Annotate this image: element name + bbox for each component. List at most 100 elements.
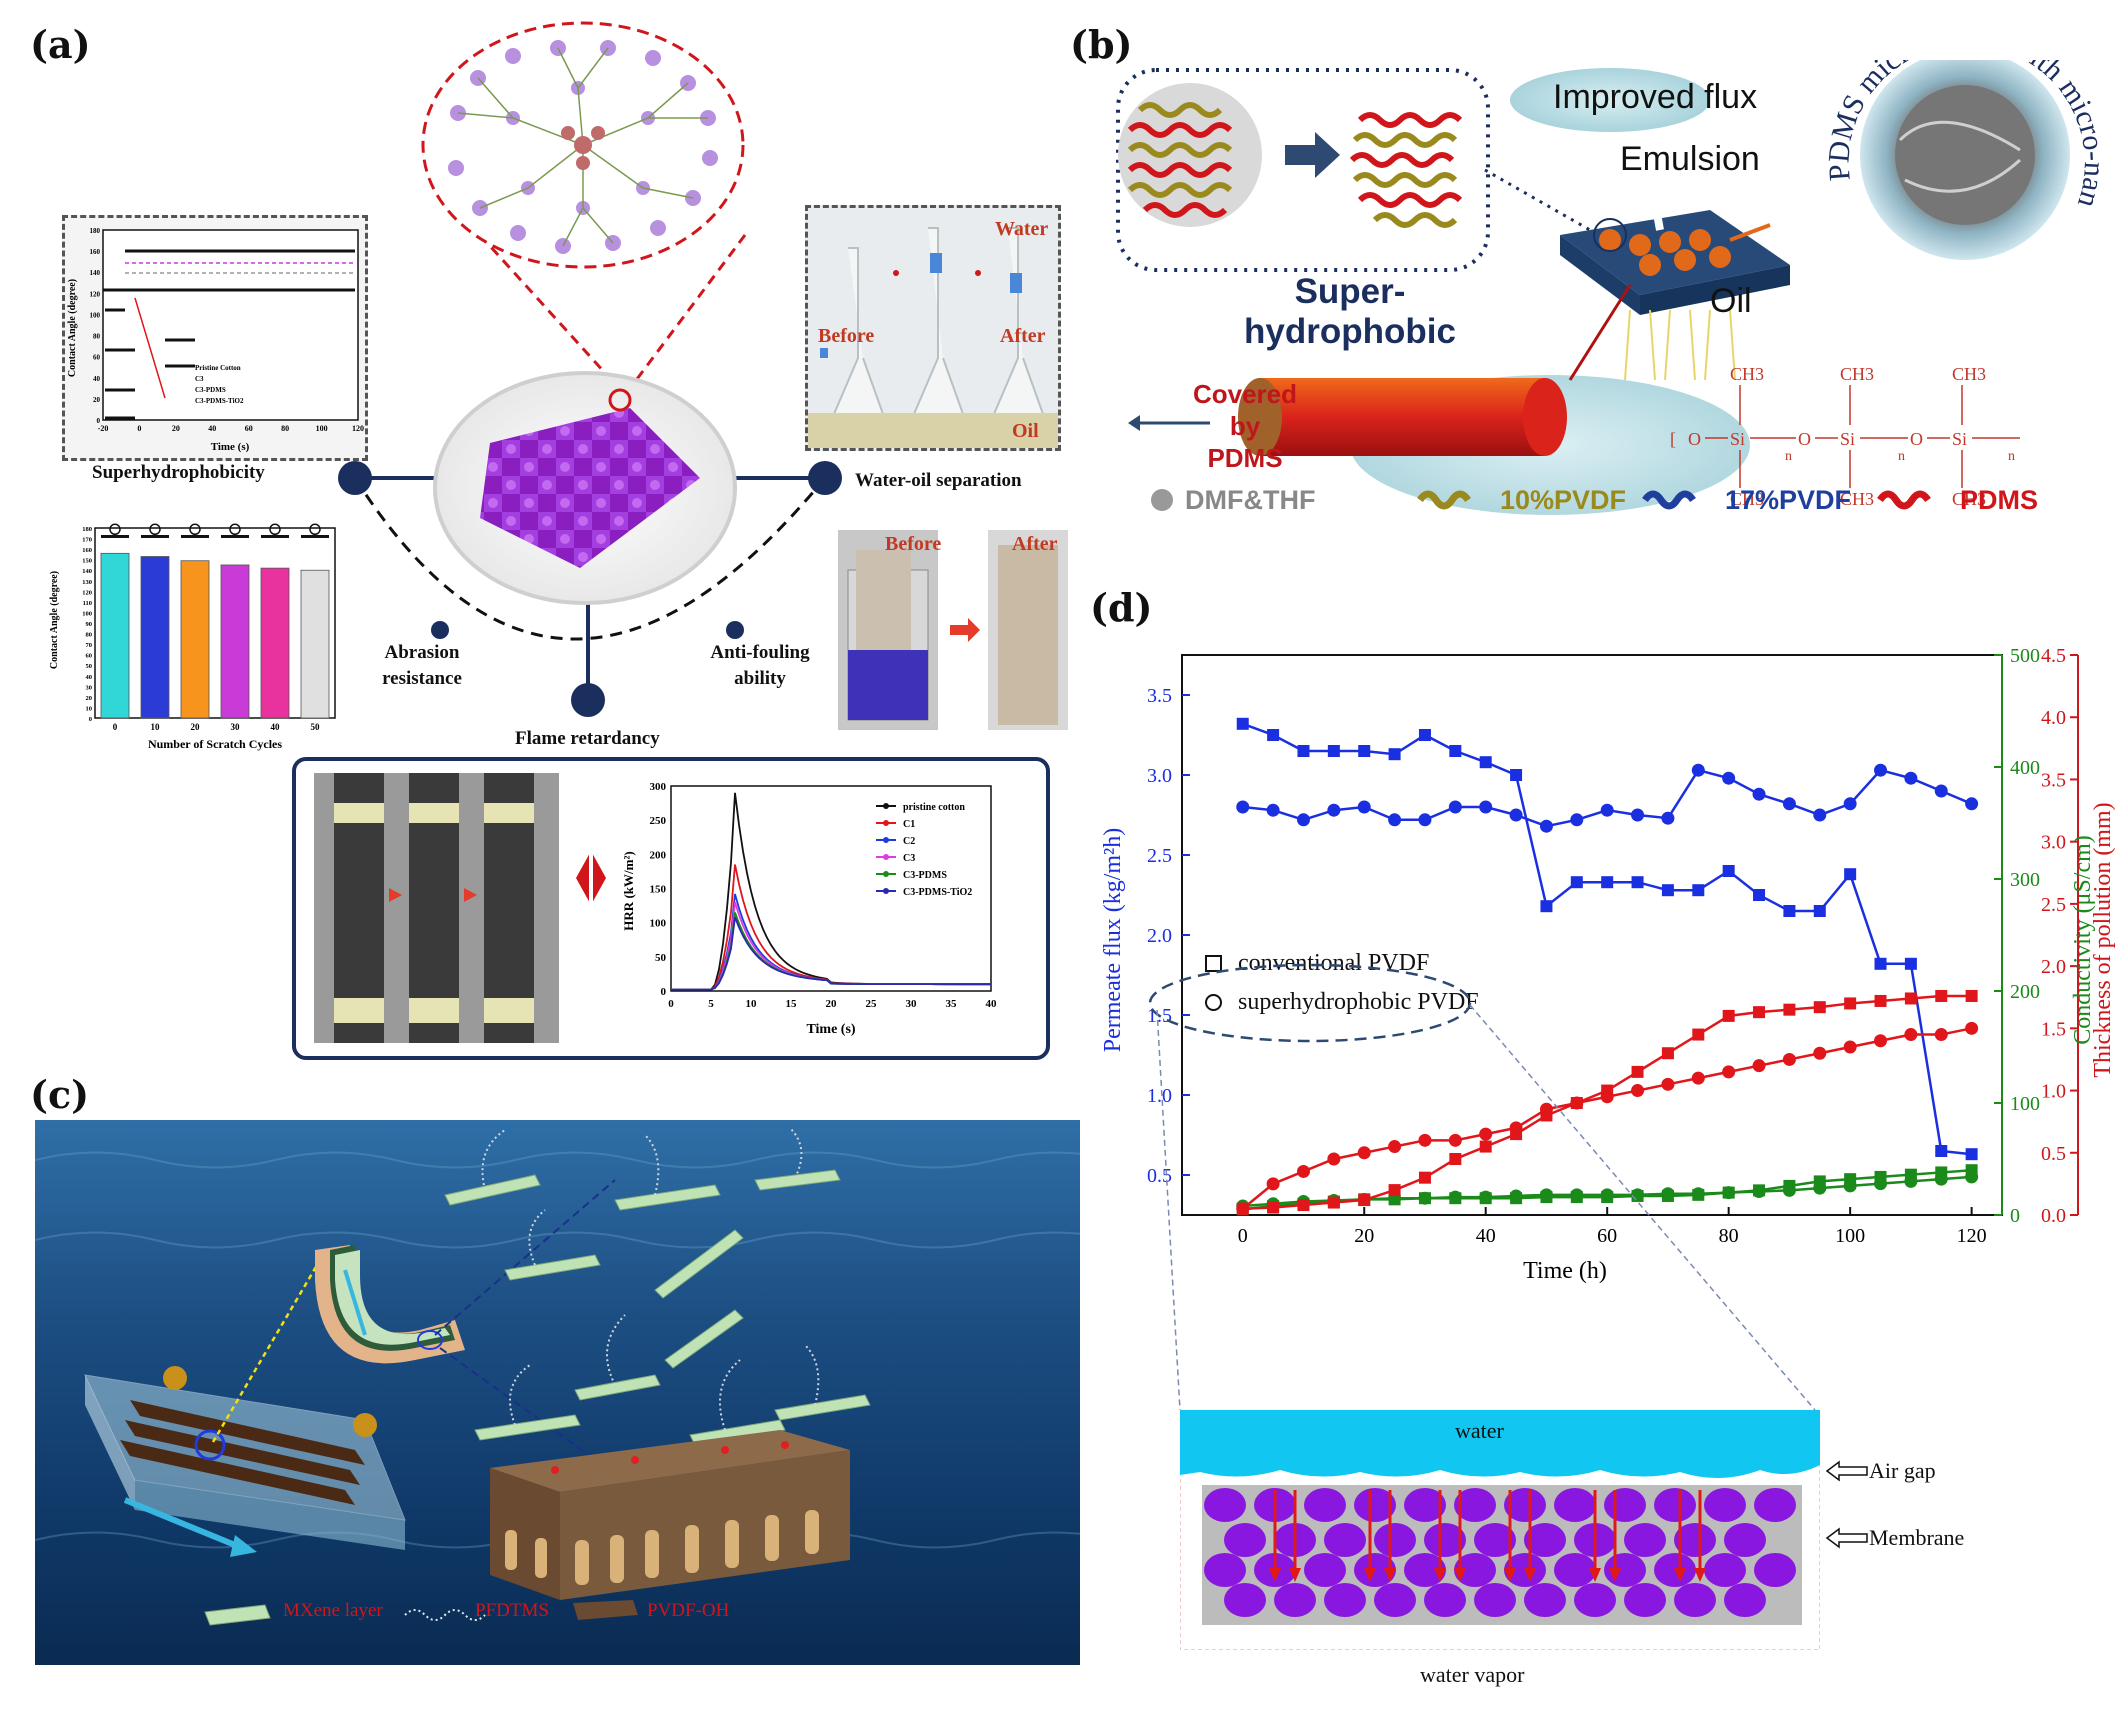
d-point-circle — [1448, 1133, 1462, 1147]
ca-xtick: 120 — [352, 424, 364, 433]
circle-marker-icon — [1205, 994, 1222, 1011]
d-point-circle — [1722, 771, 1736, 785]
panel-label-a: (a) — [30, 22, 91, 67]
d-point-circle — [1904, 1174, 1918, 1188]
label-after: After — [1000, 325, 1046, 347]
scratch-xtick: 0 — [113, 722, 118, 732]
formula-ch3-4: CH3 — [1840, 489, 1874, 509]
label-water: Water — [995, 218, 1049, 240]
ca-xtick: 60 — [245, 424, 253, 433]
d-point-square — [1479, 756, 1492, 769]
label-covered-line2: PDMS — [1207, 443, 1283, 473]
hrr-ytick: 150 — [650, 884, 667, 896]
label-super-line2: hydrophobic — [1244, 312, 1456, 351]
d-ytick-right2-label: 3.0 — [2041, 832, 2066, 854]
d-point-square — [1692, 1028, 1705, 1041]
d-ytick-right2-label: 0.0 — [2041, 1205, 2066, 1227]
d-point-square — [1631, 1065, 1644, 1078]
membrane-pore — [1524, 1583, 1566, 1617]
d-point-circle — [1600, 1188, 1614, 1202]
d-point-circle — [1570, 1096, 1584, 1110]
d-point-circle — [1448, 800, 1462, 814]
scratch-ytick: 160 — [82, 547, 92, 554]
square-marker-icon — [1205, 955, 1222, 972]
left-arrow-icon-2 — [1825, 1527, 1868, 1549]
hrr-ytick: 0 — [661, 986, 667, 998]
svg-text:[: [ — [1670, 429, 1676, 449]
membrane-pore — [1224, 1583, 1266, 1617]
scratch-ytick: 70 — [86, 642, 93, 649]
membrane-pore — [1204, 1553, 1246, 1587]
d-xtick-label: 40 — [1476, 1225, 1496, 1247]
d-point-square — [1449, 1153, 1462, 1165]
d-legend-super: superhydrophobic PVDF — [1205, 989, 1479, 1016]
d-point-circle — [1782, 797, 1796, 811]
panel-a-connectors — [338, 233, 842, 717]
d-point-square — [1418, 1171, 1431, 1184]
scratch-droplet — [309, 523, 321, 536]
d-point-circle — [1509, 1189, 1523, 1203]
d-point-circle — [1874, 1177, 1888, 1191]
d-ytick-right1-label: 0 — [2010, 1205, 2020, 1227]
d-point-circle — [1691, 763, 1705, 777]
d-ylabel-left: Permeate flux (kg/m²h) — [1100, 828, 1126, 1052]
d-point-square — [1904, 992, 1917, 1005]
membrane-pore — [1204, 1488, 1246, 1522]
legend-pfdtms: PFDTMS — [475, 1600, 549, 1621]
d-point-circle — [1843, 1179, 1857, 1193]
scratch-ytick: 60 — [86, 653, 93, 660]
membrane-pore — [1324, 1523, 1366, 1557]
legend-mxene: MXene layer — [283, 1600, 383, 1621]
vapor-arrow-head — [1589, 1568, 1601, 1582]
ca-ytick: 40 — [93, 375, 101, 383]
scratch-ytick: 170 — [82, 537, 92, 544]
d-point-circle — [1752, 1059, 1766, 1073]
legend-pdms: PDMS — [1960, 485, 2039, 515]
membrane-pore — [1474, 1523, 1516, 1557]
panel-label-d: (d) — [1090, 585, 1153, 630]
d-point-square — [1965, 1148, 1978, 1161]
d-point-circle — [1843, 1040, 1857, 1054]
membrane-pore — [1304, 1488, 1346, 1522]
ca-ytick: 180 — [90, 227, 101, 235]
membrane-pore — [1604, 1488, 1646, 1522]
d-point-square — [1753, 889, 1766, 901]
label-oil-b: Oil — [1710, 282, 1752, 320]
scratch-droplet — [269, 523, 281, 536]
legend-17-pvdf: 17%PVDF — [1725, 485, 1852, 515]
formula-ch3-3: CH3 — [1840, 364, 1874, 384]
vapor-arrow-head — [1609, 1568, 1621, 1582]
label-air-gap: Air gap — [1869, 1458, 1936, 1483]
hrr-legend-label: C3-PDMS-TiO2 — [903, 887, 972, 898]
d-point-circle — [1296, 1164, 1310, 1178]
d-point-circle — [1357, 800, 1371, 814]
d-point-circle — [1813, 808, 1827, 822]
d-ytick-right2-label: 1.5 — [2041, 1018, 2066, 1040]
formula-si3: Si — [1952, 429, 1967, 449]
d-point-square — [1388, 748, 1401, 761]
hrr-legend-marker — [883, 803, 889, 809]
scratch-ytick: 0 — [89, 716, 92, 723]
d-point-square — [1783, 1003, 1796, 1016]
d-point-circle — [1934, 1172, 1948, 1186]
scratch-xtick: 40 — [271, 722, 281, 732]
d-point-circle — [1570, 1188, 1584, 1202]
label-covered-by-pdms: Covered by PDMS — [1175, 378, 1315, 474]
formula-n2: n — [1898, 449, 1905, 464]
panel-c: MXene layer PFDTMS PVDF-OH — [35, 1120, 1080, 1665]
formula-n3: n — [2008, 449, 2015, 464]
label-before-2: Before — [885, 533, 942, 555]
d-point-square — [1449, 745, 1462, 757]
d-point-square — [1844, 997, 1857, 1010]
d-point-square — [1661, 1047, 1674, 1060]
d-ytick-left-label: 3.0 — [1147, 765, 1172, 787]
d-xtick-label: 60 — [1597, 1225, 1617, 1247]
d-point-square — [1935, 1145, 1948, 1157]
scratch-ytick: 20 — [86, 695, 93, 702]
d-point-square — [1327, 745, 1340, 757]
d-point-circle — [1600, 1090, 1614, 1104]
d-ytick-right2-label: 1.0 — [2041, 1081, 2066, 1103]
